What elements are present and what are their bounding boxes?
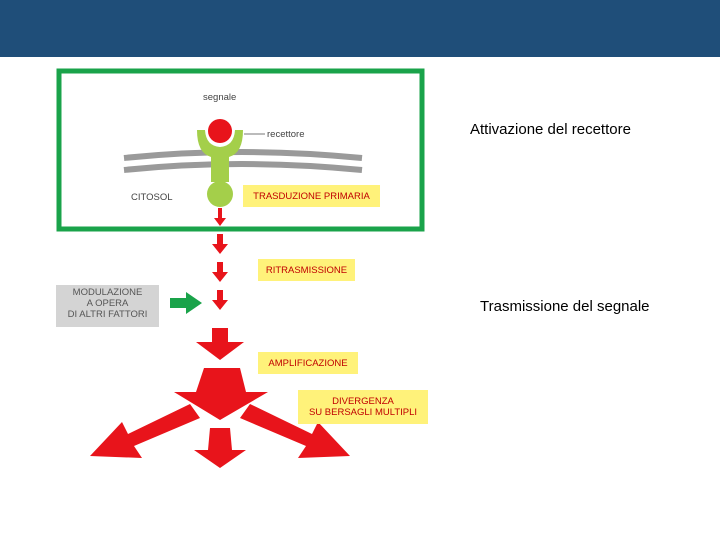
branch-left-arrow [90, 404, 200, 458]
divergence-box: DIVERGENZA SU BERSAGLI MULTIPLI [298, 390, 428, 424]
header-bar [0, 0, 720, 57]
arrow-4 [212, 290, 228, 310]
arrow-2 [212, 234, 228, 254]
modulation-line-3: DI ALTRI FATTORI [67, 309, 148, 320]
receptor-icon [197, 130, 243, 207]
amplification-box: AMPLIFICAZIONE [258, 352, 358, 374]
signal-label: segnale [203, 92, 237, 103]
signal-transmission-label: Trasmissione del segnale [480, 298, 650, 315]
divergence-line-2: SU BERSAGLI MULTIPLI [308, 407, 418, 418]
receptor-activation-label: Attivazione del recettore [470, 121, 631, 138]
divergence-line-1: DIVERGENZA [332, 396, 394, 407]
arrow-3 [212, 262, 228, 282]
membrane-outer [123, 149, 363, 161]
modulation-line-1: MODULAZIONE [72, 287, 143, 298]
primary-transduction-box: TRASDUZIONE PRIMARIA [243, 185, 380, 207]
receptor-activation-frame [56, 68, 425, 232]
retransmission-box: RITRASMISSIONE [258, 259, 355, 281]
branch-right-arrow [240, 404, 350, 458]
arrow-1 [214, 208, 226, 226]
modulation-arrow [170, 292, 202, 314]
signal-ligand-icon [208, 119, 232, 143]
receptor-label: recettore [267, 129, 305, 140]
arrow-medium [196, 328, 244, 360]
cytosol-label: CITOSOL [131, 192, 173, 203]
arrow-large [174, 368, 268, 420]
modulation-box: MODULAZIONE A OPERA DI ALTRI FATTORI [56, 285, 159, 327]
modulation-line-2: A OPERA [86, 298, 129, 309]
branch-center-arrow [194, 428, 246, 468]
membrane-inner [123, 161, 363, 173]
